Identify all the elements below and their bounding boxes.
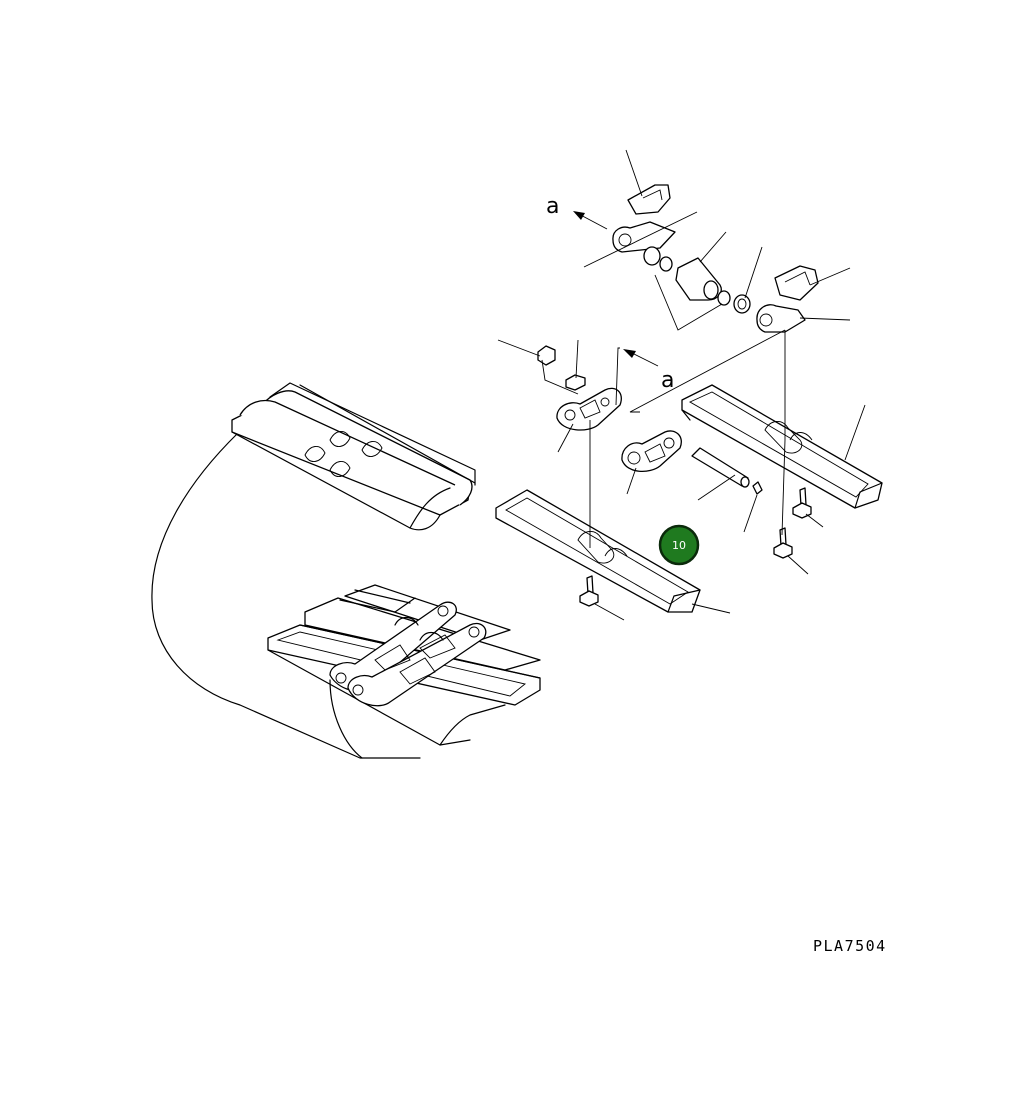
callout-badge[interactable]: 10	[658, 524, 700, 566]
callout-ring	[658, 524, 700, 566]
view-arrow-middle	[623, 349, 659, 367]
view-marker-label: a	[661, 368, 674, 393]
track-assembly-drawing	[151, 382, 541, 759]
drawing-code: PLA7504	[813, 937, 887, 955]
leader-lines	[497, 149, 866, 621]
exploded-parts-drawing	[495, 184, 883, 613]
view-arrow-top	[573, 211, 608, 230]
view-marker-label: a	[546, 194, 559, 219]
callout-number: 10	[672, 539, 686, 552]
